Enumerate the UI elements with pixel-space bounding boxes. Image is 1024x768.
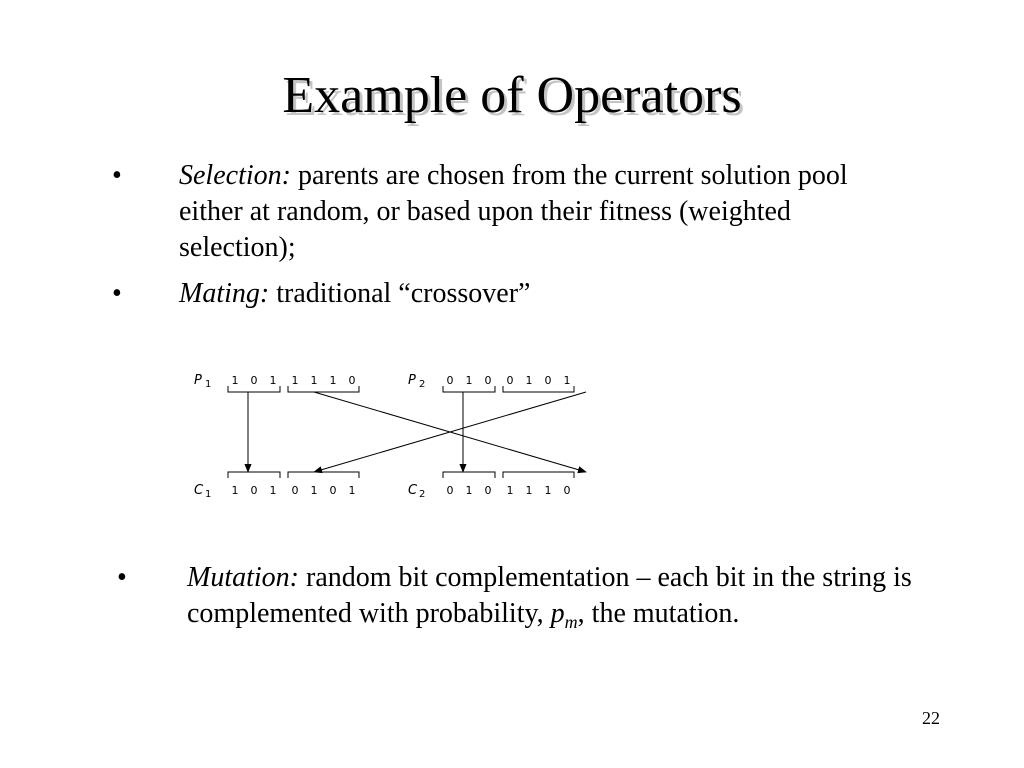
parent-label: P	[194, 373, 202, 388]
bit-value: 0	[545, 374, 552, 387]
bit-value: 1	[526, 374, 533, 387]
bit-value: 1	[564, 374, 571, 387]
bit-value: 1	[545, 484, 552, 497]
child-label: C	[408, 483, 418, 498]
bullet-lead: Selection:	[179, 160, 291, 191]
bullet-body-end: , the mutation.	[577, 598, 740, 629]
bit-value: 1	[270, 374, 277, 387]
parent-label: P	[408, 373, 416, 388]
bit-value: 0	[349, 374, 356, 387]
bit-value: 1	[330, 374, 337, 387]
crossover-arrow	[313, 391, 587, 474]
bit-value: 1	[292, 374, 299, 387]
bit-value: 1	[232, 374, 239, 387]
bit-value: 1	[526, 484, 533, 497]
bullet-body: parents are chosen from the current solu…	[179, 160, 848, 263]
bit-value: 0	[330, 484, 337, 497]
bullet-body: traditional “crossover”	[269, 278, 531, 309]
probability-subscript: m	[564, 612, 578, 632]
bit-value: 1	[311, 374, 318, 387]
bullet-lead: Mating:	[179, 278, 270, 309]
bracket-left-segment	[227, 386, 281, 393]
bracket-right-segment	[287, 386, 360, 393]
bullet-text: Mutation: random bit complementation – e…	[187, 560, 917, 640]
parent-label-subscript: 2	[419, 379, 425, 390]
bracket-right-segment	[287, 471, 360, 478]
bullet-symbol: •	[112, 278, 122, 309]
page-number: 22	[922, 708, 940, 728]
bullet-lead: Mutation:	[187, 562, 299, 593]
slide-title: Example of Operators	[282, 67, 742, 124]
bit-value: 1	[232, 484, 239, 497]
bit-value: 0	[507, 374, 514, 387]
child-label: C	[194, 483, 204, 498]
bullet-text: Mating: traditional “crossover”	[179, 276, 889, 312]
bit-value: 0	[251, 484, 258, 497]
child-label-subscript: 1	[205, 489, 211, 500]
bracket-left-segment	[442, 471, 496, 478]
bit-value: 0	[485, 484, 492, 497]
bracket-left-segment	[442, 386, 496, 393]
bullet-body: random bit complementation – each bit in…	[187, 562, 912, 629]
bullet-symbol: •	[112, 160, 122, 191]
bit-value: 0	[251, 374, 258, 387]
bit-value: 0	[292, 484, 299, 497]
child-label-subscript: 2	[419, 489, 425, 500]
bit-value: 1	[311, 484, 318, 497]
bit-value: 1	[270, 484, 277, 497]
bullet-text: Selection: parents are chosen from the c…	[179, 158, 889, 266]
bit-value: 0	[447, 374, 454, 387]
bullet-symbol: •	[117, 562, 127, 593]
probability-symbol: p	[550, 598, 565, 629]
bit-value: 1	[466, 484, 473, 497]
parent-label-subscript: 1	[205, 379, 211, 390]
bit-value: 1	[507, 484, 514, 497]
bracket-left-segment	[227, 471, 281, 478]
bit-value: 0	[447, 484, 454, 497]
bit-value: 1	[466, 374, 473, 387]
bit-value: 1	[349, 484, 356, 497]
bracket-right-segment	[502, 386, 575, 393]
bracket-right-segment	[502, 471, 575, 478]
bit-value: 0	[485, 374, 492, 387]
bit-value: 0	[564, 484, 571, 497]
